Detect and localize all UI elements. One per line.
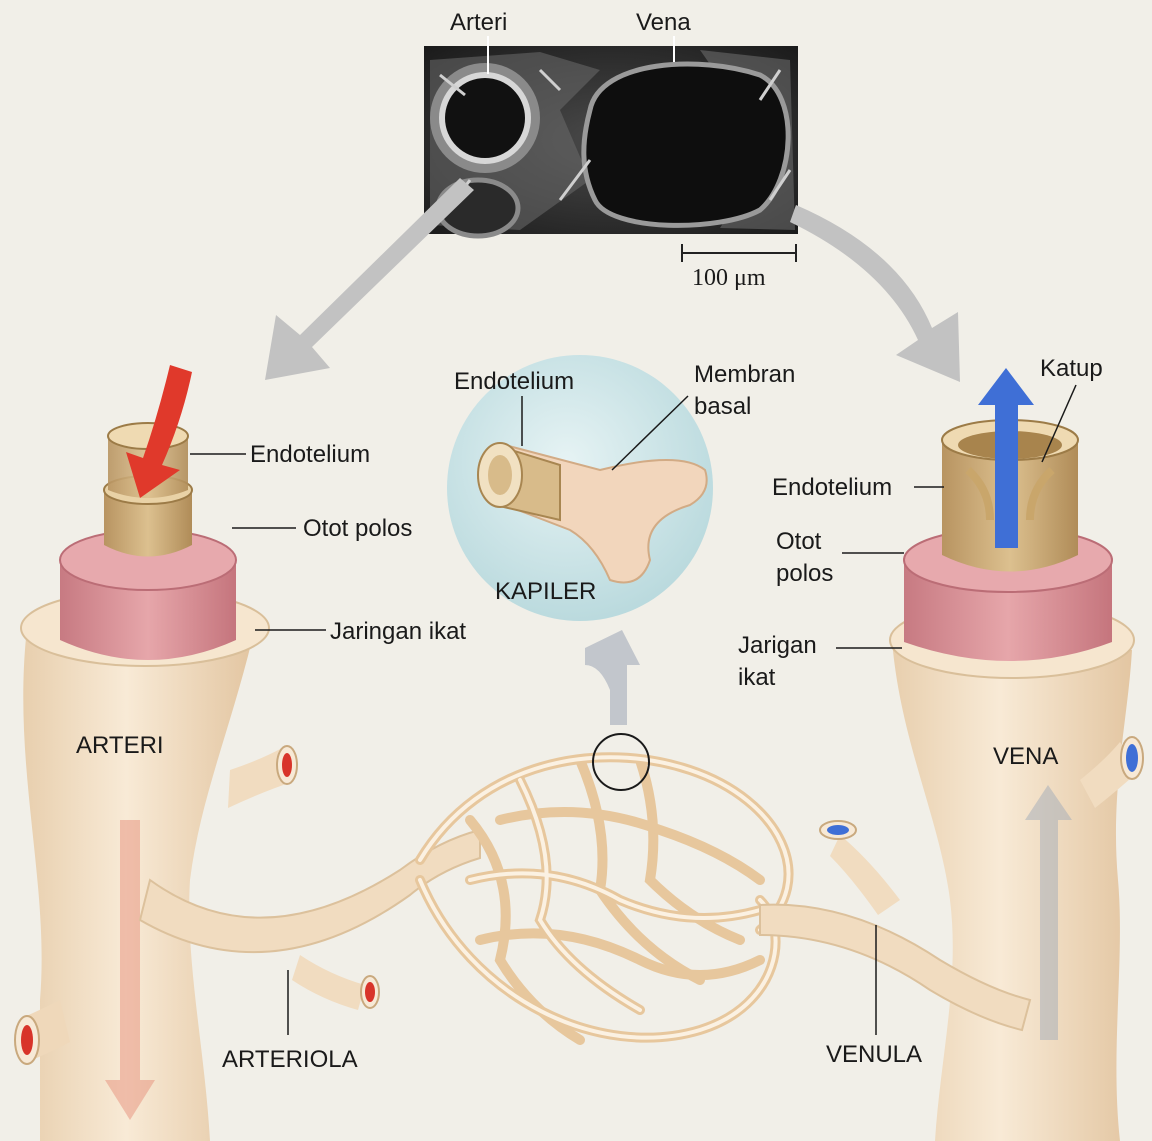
micrograph [424, 36, 798, 262]
artery-name-label: ARTERI [76, 731, 164, 761]
scale-bar-label: 100 μm [692, 263, 766, 293]
artery-endotelium-label: Endotelium [250, 440, 370, 470]
arrow-to-vein [790, 205, 960, 382]
capillary-name-label: KAPILER [495, 577, 596, 607]
capillary-membran-label-line2: basal [694, 392, 751, 422]
arrow-to-artery [265, 178, 474, 380]
arrow-to-capillary [585, 630, 640, 725]
artery-otot-polos-label: Otot polos [303, 514, 412, 544]
micrograph-vena-label: Vena [636, 8, 691, 38]
capillary-membran-label-line1: Membran [694, 360, 795, 390]
capillary-endotelium-label: Endotelium [454, 367, 574, 397]
vein-cross-section [584, 64, 788, 225]
vein-jarigan-label-line2: ikat [738, 663, 775, 693]
arteriola-label: ARTERIOLA [222, 1045, 358, 1075]
vein-jarigan-label-line1: Jarigan [738, 631, 817, 661]
micrograph-arteri-label: Arteri [450, 8, 507, 38]
scale-bar [682, 244, 796, 262]
vein-otot-label-line2: polos [776, 559, 833, 589]
venula-label: VENULA [826, 1040, 922, 1070]
vein-name-label: VENA [993, 742, 1058, 772]
artery-jaringan-ikat-label: Jaringan ikat [330, 617, 466, 647]
vein-otot-label-line1: Otot [776, 527, 821, 557]
vein-katup-label: Katup [1040, 354, 1103, 384]
vein-endotelium-label: Endotelium [772, 473, 892, 503]
